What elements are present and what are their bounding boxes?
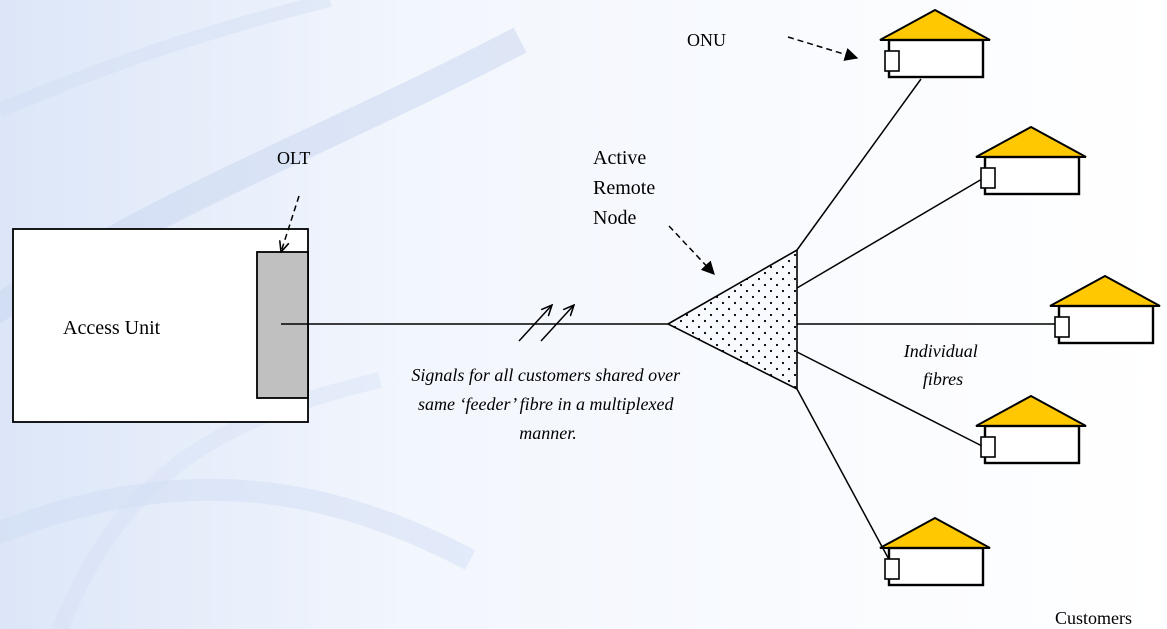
individual-fibres <box>796 78 1055 568</box>
onu-pointer-arrow <box>787 36 859 61</box>
multiplex-signal-icon <box>518 305 574 342</box>
customers-label: Customers <box>1055 608 1132 628</box>
olt-card <box>256 251 309 399</box>
olt-label: OLT <box>277 148 310 168</box>
remote-node-pointer-arrow <box>668 225 715 275</box>
individual-fibres-label: Individual fibres <box>903 341 983 389</box>
onu-label: ONU <box>687 30 726 50</box>
remote-node-label: Active Remote Node <box>593 147 660 229</box>
triangle-splitter-icon <box>666 248 798 391</box>
signals-caption: Signals for all customers shared over sa… <box>411 365 684 443</box>
access-unit-label: Access Unit <box>63 317 161 339</box>
